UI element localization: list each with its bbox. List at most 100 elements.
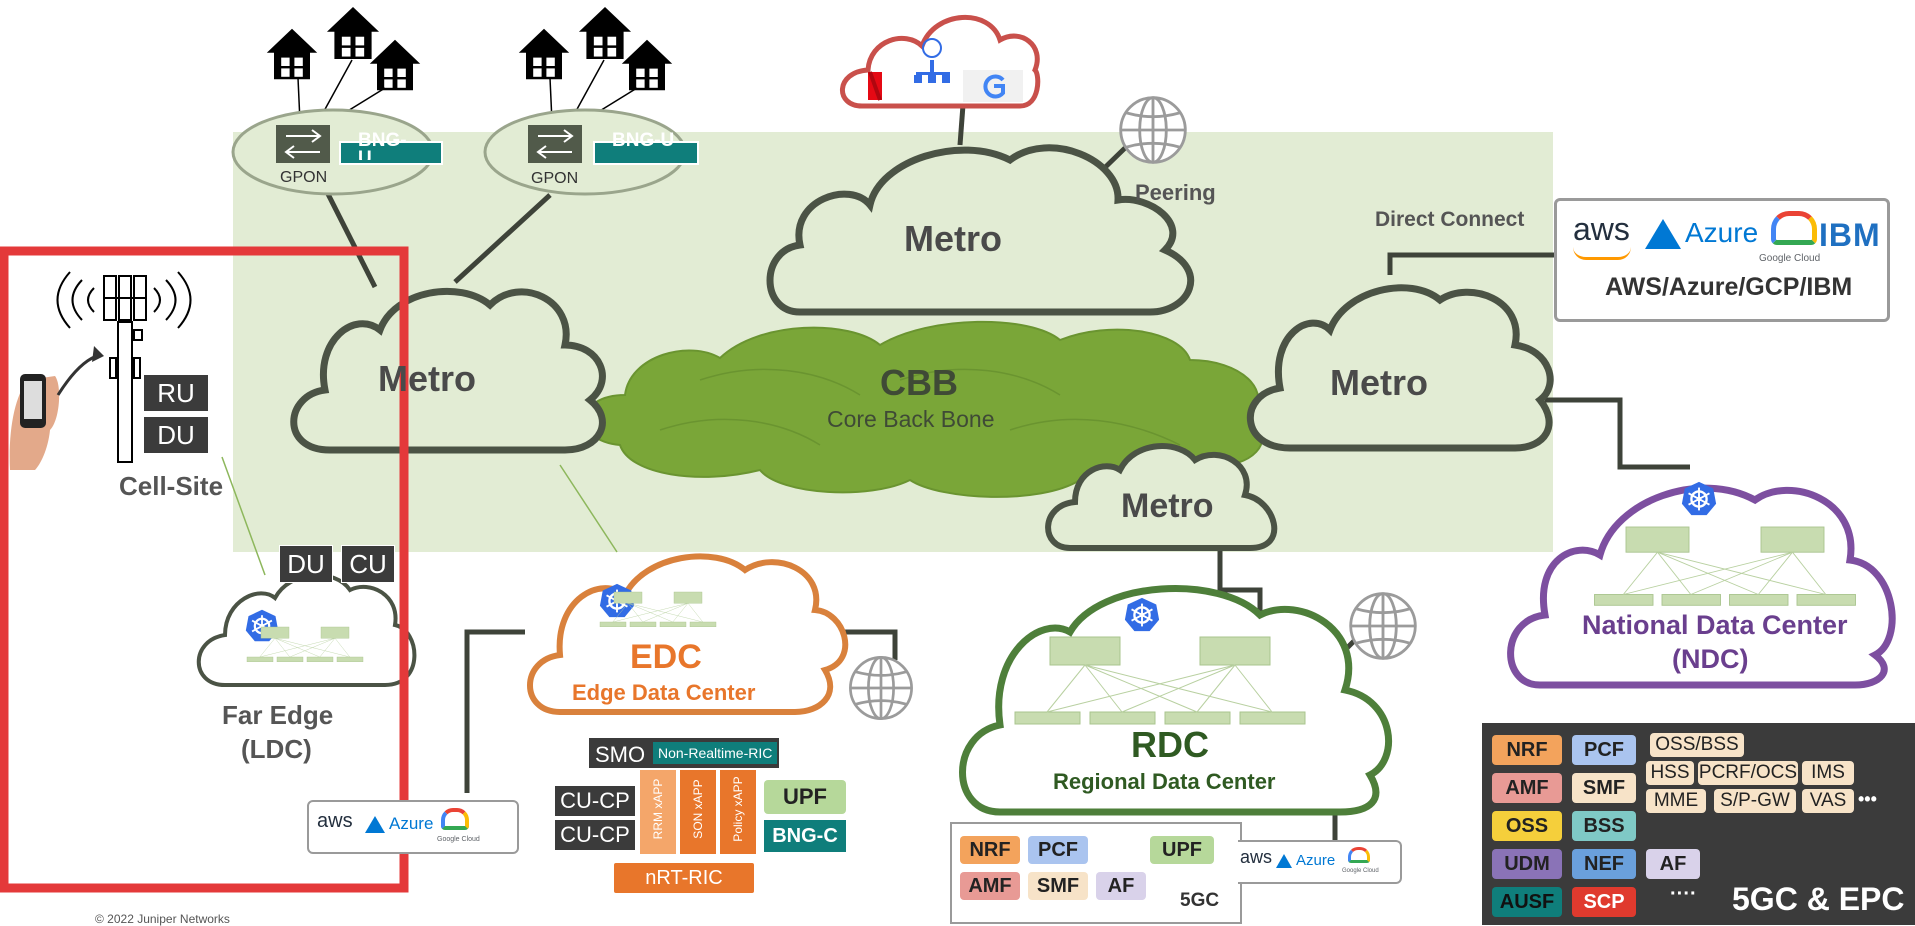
core-smf-chip: SMF xyxy=(1572,773,1636,803)
google-cloud-icon xyxy=(1348,847,1370,863)
peering-label: Peering xyxy=(1135,180,1216,205)
core-af-chip: AF xyxy=(1646,849,1700,879)
bng-u-label-left: BNG-U xyxy=(358,132,407,160)
edc-title: EDC xyxy=(630,638,702,676)
azure-logo: Azure xyxy=(1685,217,1759,248)
gpon-label-right: GPON xyxy=(531,170,579,187)
non-realtime-ric-tag: Non-Realtime-RIC xyxy=(653,742,778,764)
son-xapp-label: SON xAPP xyxy=(691,779,705,839)
core-hss-chip: HSS xyxy=(1646,761,1694,785)
metro-left-label: Metro xyxy=(378,358,476,399)
cu-cp-tag-1: CU-CP xyxy=(554,785,636,817)
switch-icon xyxy=(276,125,330,163)
gpon-left xyxy=(231,108,443,196)
google-cloud-icon xyxy=(1771,211,1817,245)
google-cloud-icon xyxy=(441,808,469,830)
rdc-nrf-chip: NRF xyxy=(960,836,1020,864)
copyright-notice: © 2022 Juniper Networks xyxy=(95,912,230,926)
azure-icon xyxy=(365,816,385,833)
core-ims-chip: IMS xyxy=(1802,761,1854,785)
son-xapp-block: SON xAPP xyxy=(680,770,716,854)
cbb-title: CBB xyxy=(880,362,958,403)
metro-top-label: Metro xyxy=(904,218,1002,259)
bng-u-label-right: BNG-U xyxy=(612,132,675,151)
public-cloud-box: aws Azure Google Cloud IBM AWS/Azure/GCP… xyxy=(1554,198,1890,322)
azure-icon xyxy=(1645,219,1681,249)
core-oss-bss-chip: OSS/BSS xyxy=(1650,733,1744,757)
cell-tower-icon xyxy=(56,271,192,463)
content-cloud xyxy=(840,15,1041,109)
rdc-pcf-chip: PCF xyxy=(1028,836,1088,864)
switch-icon xyxy=(528,125,582,163)
google-cloud-label: Google Cloud xyxy=(1342,868,1379,874)
azure-logo: Azure xyxy=(389,814,434,833)
ru-tag: RU xyxy=(143,374,209,412)
aws-logo: aws xyxy=(317,810,353,832)
metro-right-cloud xyxy=(1246,284,1554,452)
public-cloud-caption: AWS/Azure/GCP/IBM xyxy=(1605,273,1853,301)
rrm-xapp-label: RRM xAPP xyxy=(651,778,665,840)
cell-site-label: Cell-Site xyxy=(119,471,224,501)
rdc-af-chip: AF xyxy=(1096,872,1146,900)
du-tag: DU xyxy=(143,416,209,454)
nrt-ric-tag: nRT-RIC xyxy=(614,863,754,893)
core-pcrf-ocs-chip: PCRF/OCS xyxy=(1698,761,1798,785)
metro-left-cloud xyxy=(290,287,606,454)
core-ausf-chip: AUSF xyxy=(1492,887,1562,917)
core-mme-chip: MME xyxy=(1646,789,1706,813)
core-dots-indicator: ···· xyxy=(1670,883,1697,905)
edc-subtitle: Edge Data Center xyxy=(572,680,756,705)
direct-connect-label: Direct Connect xyxy=(1375,208,1525,231)
azure-icon xyxy=(1276,854,1292,868)
far-edge-cloud xyxy=(196,573,417,687)
far-edge-du-tag: DU xyxy=(279,545,333,583)
rdc-amf-chip: AMF xyxy=(960,872,1020,900)
far-edge-cloud-logos: aws Azure Google Cloud xyxy=(307,800,519,854)
far-edge-cu-tag: CU xyxy=(341,545,395,583)
globe-icon xyxy=(1349,592,1417,660)
core-oss-chip: OSS xyxy=(1492,811,1562,841)
aws-logo: aws xyxy=(1240,847,1273,867)
core-nef-chip: NEF xyxy=(1572,849,1636,879)
aws-logo: aws xyxy=(1573,211,1630,247)
core-scp-chip: SCP xyxy=(1572,887,1636,917)
metro-small-label: Metro xyxy=(1121,487,1214,525)
core-nrf-chip: NRF xyxy=(1492,735,1562,765)
far-edge-label: Far Edge xyxy=(222,700,334,730)
policy-xapp-label: Policy xAPP xyxy=(731,776,745,842)
core-panel-caption: 5GC & EPC xyxy=(1732,881,1905,917)
cbb-subtitle: Core Back Bone xyxy=(827,406,995,432)
core-more-indicator: ••• xyxy=(1858,789,1877,809)
thin-links xyxy=(221,456,618,576)
rdc-subtitle: Regional Data Center xyxy=(1053,769,1276,794)
rdc-5gc-box: NRF PCF UPF AMF SMF AF 5GC xyxy=(950,822,1242,924)
house-icons xyxy=(266,6,673,91)
rdc-5gc-caption: 5GC xyxy=(1180,890,1220,911)
ndc-label: National Data Center xyxy=(1582,610,1848,640)
far-edge-highlight-frame xyxy=(0,246,409,893)
core-bss-chip: BSS xyxy=(1572,811,1636,841)
globe-icon xyxy=(849,656,913,720)
metro-top-cloud xyxy=(766,144,1195,316)
google-cloud-label: Google Cloud xyxy=(1759,253,1821,264)
rdc-upf-chip: UPF xyxy=(1150,836,1214,864)
cbb-cloud xyxy=(583,320,1264,498)
phone-hand-icon xyxy=(9,346,104,470)
edc-upf-tag: UPF xyxy=(764,780,846,814)
core-amf-chip: AMF xyxy=(1492,773,1562,803)
gpon-right xyxy=(483,108,699,196)
cu-cp-tag-2: CU-CP xyxy=(554,819,636,851)
rdc-cloud-logos: aws Azure Google Cloud xyxy=(1238,840,1402,884)
far-edge-ldc-label: (LDC) xyxy=(241,734,312,764)
gpon-label-left: GPON xyxy=(280,169,328,186)
core-udm-chip: UDM xyxy=(1492,849,1562,879)
metro-small-cloud xyxy=(1045,443,1278,551)
ndc-abbrev-label: (NDC) xyxy=(1672,644,1749,674)
azure-logo: Azure xyxy=(1296,852,1336,869)
core-pcf-chip: PCF xyxy=(1572,735,1636,765)
rdc-smf-chip: SMF xyxy=(1028,872,1088,900)
aws-smile-icon xyxy=(1573,247,1631,260)
ibm-logo: IBM xyxy=(1819,217,1881,253)
rrm-xapp-block: RRM xAPP xyxy=(640,770,676,854)
core-spgw-chip: S/P-GW xyxy=(1714,789,1796,813)
